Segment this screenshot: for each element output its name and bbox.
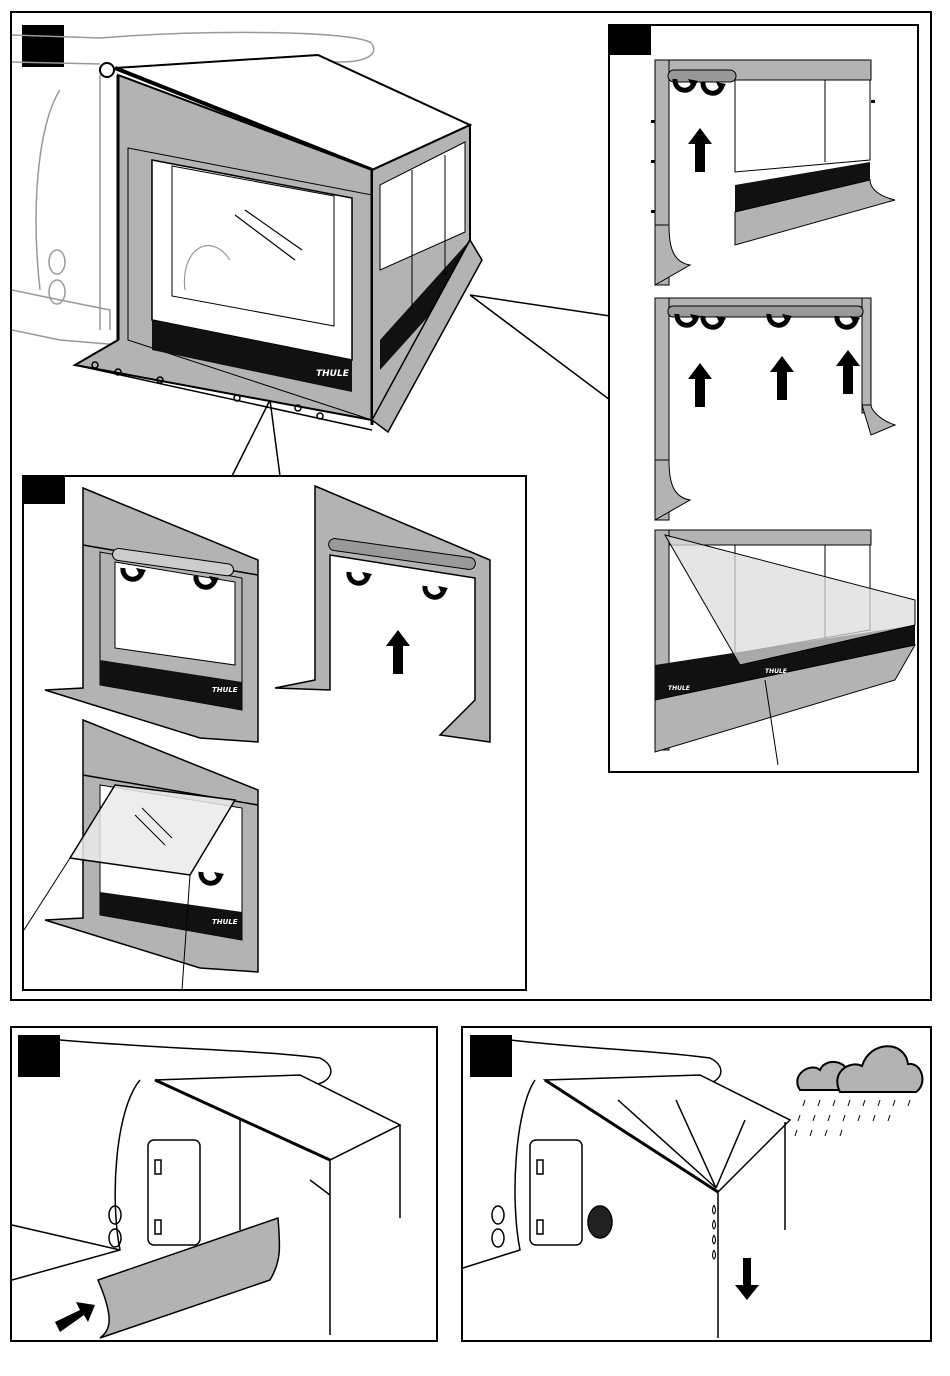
side-wall [372, 125, 482, 432]
callout-line-left [232, 400, 270, 476]
brand-logo: THULE [765, 668, 788, 675]
brand-logo: THULE [668, 685, 691, 692]
step-badge-bottom-left [18, 1035, 60, 1077]
brand-logo: THULE [316, 369, 350, 379]
callout-line-right [470, 295, 610, 316]
step-badge-right [609, 25, 651, 55]
step-badge-front [23, 476, 65, 504]
brand-logo: THULE [212, 918, 238, 926]
step-badge-bottom-right [470, 1035, 512, 1077]
callout-line-left-b [270, 400, 280, 476]
brand-logo: THULE [212, 686, 238, 694]
callout-line-right-b [470, 295, 610, 400]
step-badge-main [22, 25, 64, 67]
